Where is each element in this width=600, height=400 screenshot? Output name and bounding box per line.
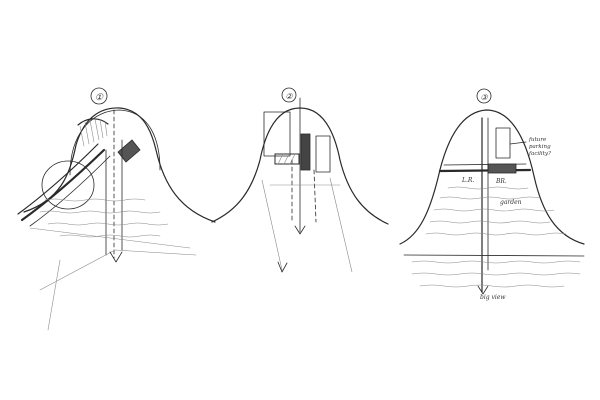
sketch-2: ②: [211, 87, 389, 273]
sketch-2-arrow-left: [277, 261, 288, 273]
sketch-3-annotation-1: future: [528, 137, 547, 143]
sketch-1-waves: [39, 198, 169, 238]
sketch-1-circle: [41, 160, 95, 210]
sketch-1: ①: [17, 87, 216, 331]
sketch-1-construction-1: [39, 249, 116, 291]
sketch-2-dash-2: [313, 169, 317, 223]
sketch-2-number-circle: [281, 87, 297, 103]
sketch-3-waves: [411, 186, 581, 288]
sketch-1-number-circle: [90, 87, 108, 105]
sketch-1-band-2: [17, 143, 99, 215]
sketch-3-annotation-2: parking: [529, 144, 551, 150]
sketch-2-line-left: [261, 179, 283, 271]
sketch-2-hatch-rect: [274, 153, 300, 165]
sketch-3-label-right: BR.: [495, 178, 507, 185]
sketch-2-hatch-lines: [277, 153, 296, 165]
sketch-3-label-garden: garden: [500, 199, 522, 206]
sketch-1-hatch-top: [77, 118, 109, 126]
sketch-1-band-3: [29, 155, 111, 227]
sketch-3-number-circle: [476, 88, 492, 104]
sketch-1-arc: [69, 109, 161, 176]
sketch-2-line-right: [329, 177, 353, 273]
sketch-3-leader: [509, 141, 527, 145]
sketch-3-box: [495, 127, 511, 159]
sketch-1-band-1: [20, 148, 106, 222]
sketch-3-baseline: [403, 254, 585, 257]
sketch-3: ③ future parking facility?: [399, 88, 585, 301]
sketch-3-hatch-rect: [487, 163, 517, 174]
sketch-1-construction-2: [114, 249, 197, 256]
sketch-3-label-left: L.R.: [461, 177, 474, 184]
sketch-2-box-right: [315, 135, 331, 173]
sketch-2-dark-bar: [300, 133, 311, 171]
sketch-3-label-bottom: big view: [480, 294, 506, 301]
sketch-3-arrow: [477, 285, 489, 295]
sketch-1-construction-4: [47, 259, 61, 331]
sketch-1-arrow: [109, 251, 123, 263]
sketch-1-block: [117, 139, 141, 163]
sketch-3-outline: [399, 109, 585, 245]
sketch-1-number: ①: [95, 93, 104, 103]
sketch-3-number: ③: [480, 93, 488, 102]
sketch-3-band: [438, 168, 532, 173]
sketch-1-hatch-lines: [79, 118, 108, 147]
sketch-2-box: [263, 111, 291, 157]
sketch-3-annotation-3: facility?: [528, 151, 551, 157]
sketch-2-arrow: [294, 225, 306, 235]
sketch-1-construction-3: [29, 227, 191, 249]
sketch-2-number: ②: [285, 92, 293, 101]
